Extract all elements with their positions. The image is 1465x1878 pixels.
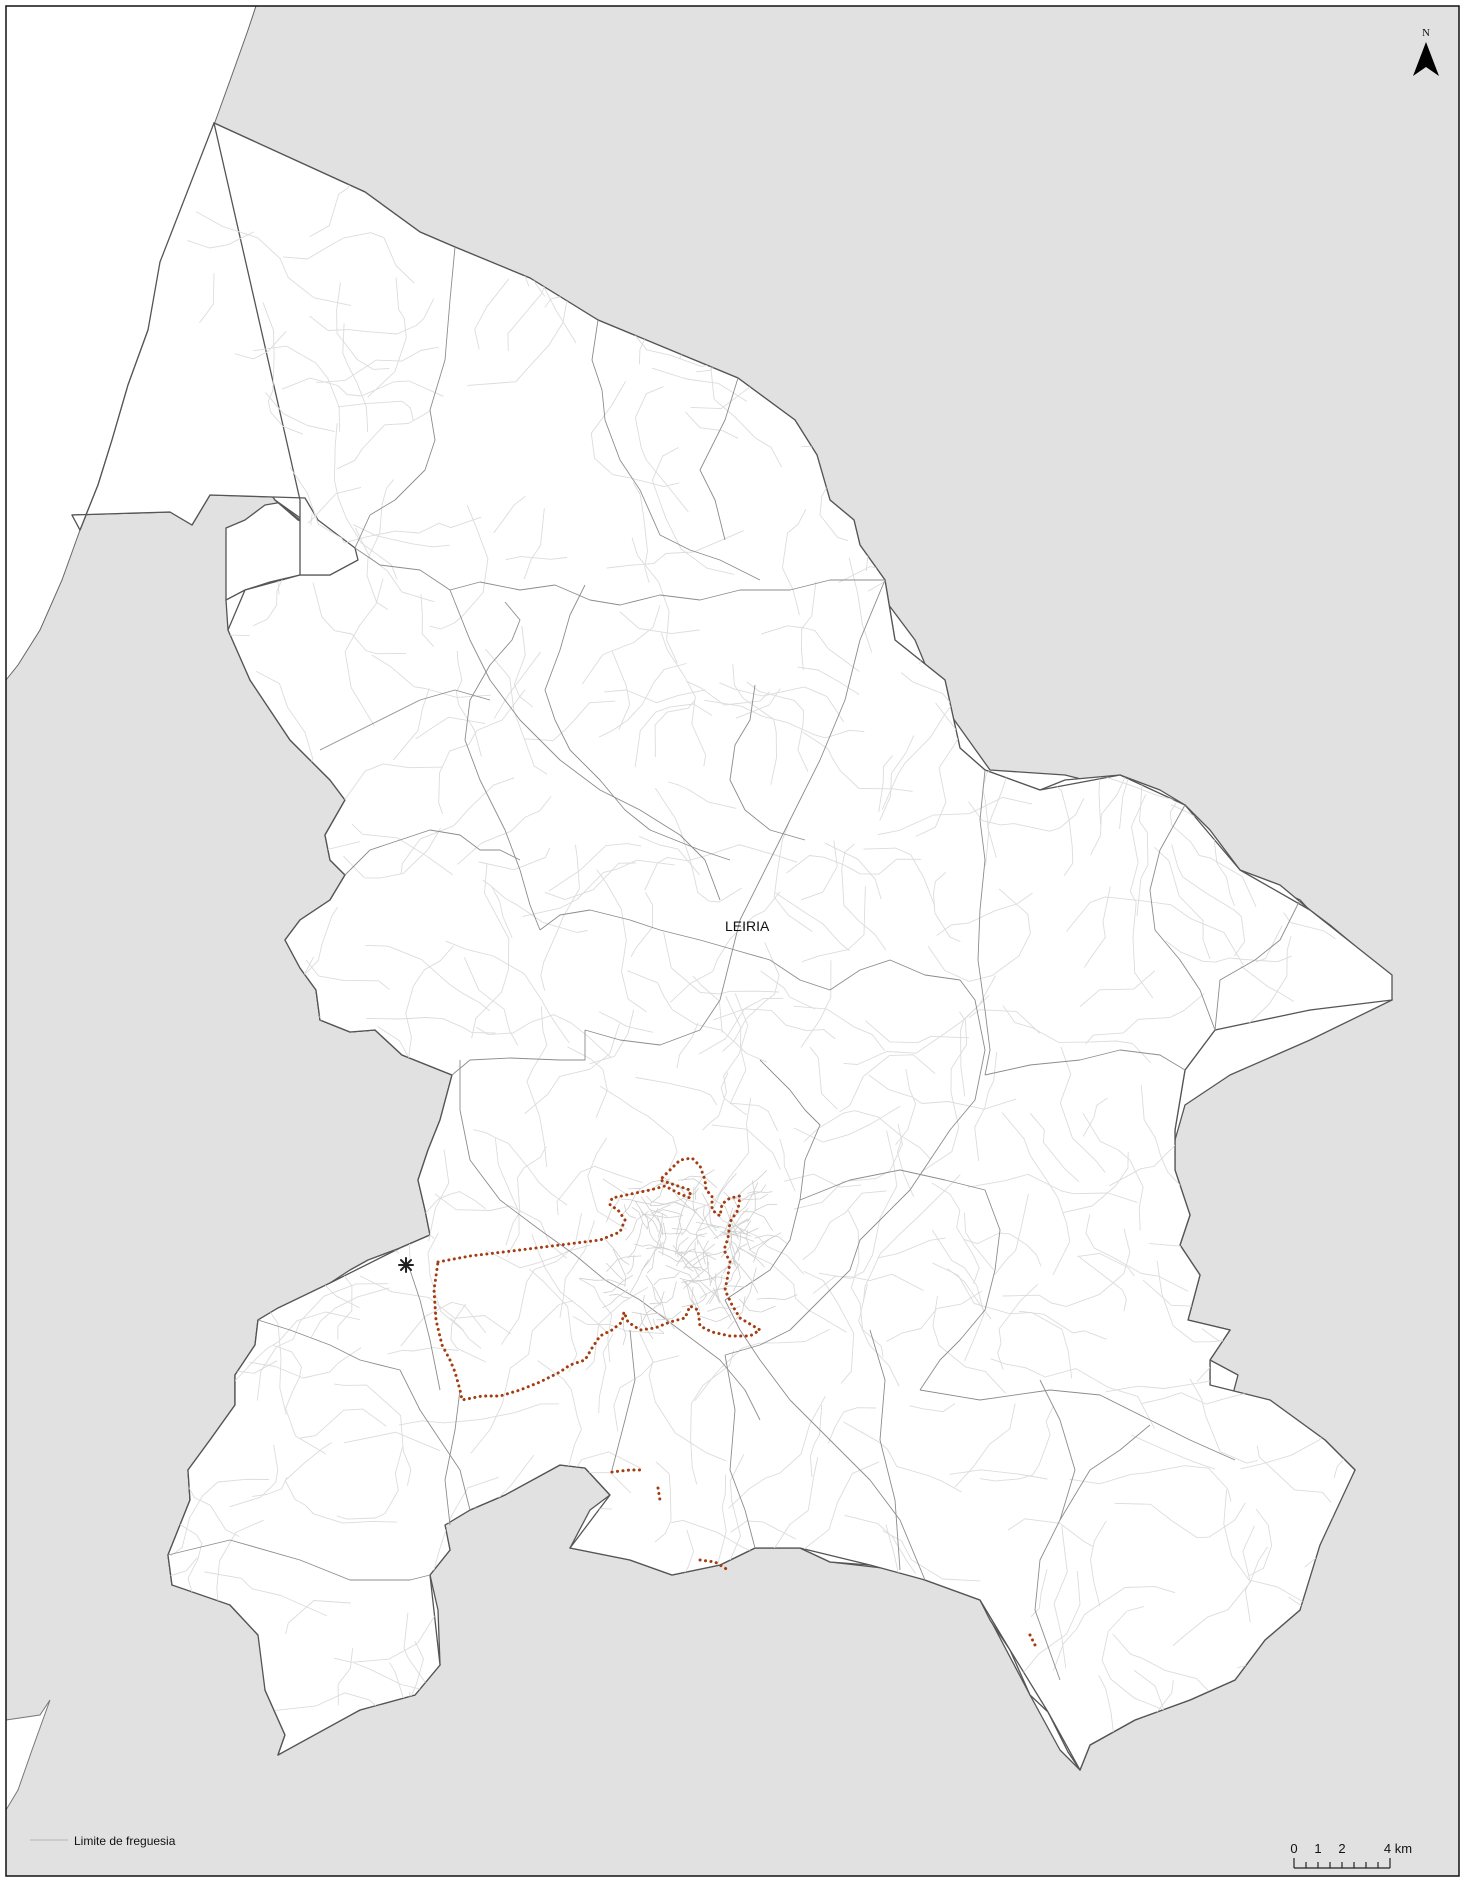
- route-dotted-line: [432, 1156, 1037, 1647]
- municipality-shape: [159, 122, 1393, 1771]
- parish-boundaries: [167, 246, 1301, 1681]
- legend: Limite de freguesia: [30, 1834, 176, 1848]
- north-label: N: [1422, 27, 1430, 39]
- territory-northwest-lobe: [71, 122, 359, 576]
- scale-tick-2: 2: [1338, 1841, 1345, 1856]
- scale-tick-1: 1: [1314, 1841, 1321, 1856]
- scale-tick-4km: 4 km: [1384, 1841, 1412, 1856]
- scale-tick-0: 0: [1290, 1841, 1297, 1856]
- legend-parish-boundary-label: Limite de freguesia: [74, 1834, 176, 1848]
- place-label-leiria: LEIRIA: [725, 918, 770, 934]
- north-arrow-icon: N: [1413, 27, 1439, 76]
- map-frame: [5, 5, 1460, 1877]
- city-centre-streets: [578, 1169, 798, 1345]
- asterisk-marker-icon: [398, 1257, 414, 1273]
- scale-bar: 0 1 2 4 km: [1290, 1841, 1412, 1869]
